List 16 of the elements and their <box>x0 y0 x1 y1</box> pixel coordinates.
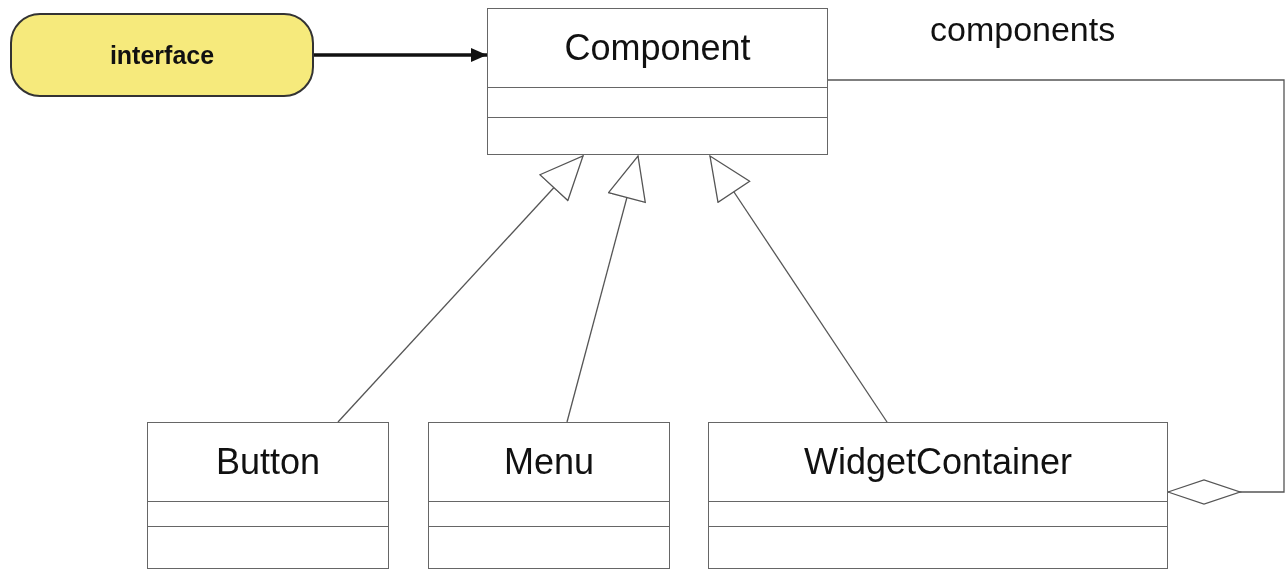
edge-label: components <box>930 10 1116 49</box>
class-name: WidgetContainer <box>803 441 1073 483</box>
class-box <box>428 422 670 569</box>
arrow <box>314 48 487 62</box>
inheritance-arrow <box>566 155 646 423</box>
aggregation-line <box>827 79 1285 505</box>
inheritance-arrow <box>709 155 888 423</box>
badge-label: interface <box>109 40 215 70</box>
class-name: Menu <box>503 441 595 483</box>
class-name: Button <box>215 441 321 483</box>
class-box <box>147 422 389 569</box>
interface-badge <box>10 13 314 97</box>
class-box <box>487 8 828 155</box>
class-box <box>708 422 1168 569</box>
class-name: Component <box>564 27 751 69</box>
inheritance-arrow <box>337 155 584 423</box>
